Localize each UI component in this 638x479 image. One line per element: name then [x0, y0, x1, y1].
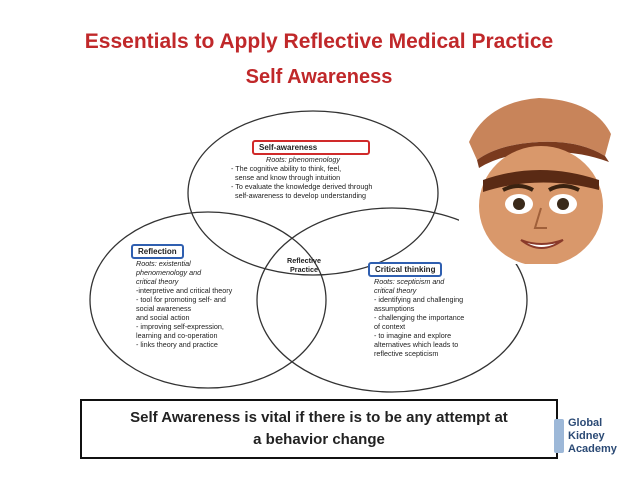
global-kidney-academy-logo: Global Kidney Academy [552, 413, 632, 475]
self-awareness-heading: Self-awareness [252, 140, 370, 155]
circle-critical-thinking [256, 207, 528, 393]
reflection-body: -interpretive and critical theory - tool… [136, 286, 233, 349]
slide-subtitle: Self Awareness [245, 66, 393, 88]
logo-line-1: Global [568, 417, 603, 429]
logo-mark-icon [554, 419, 564, 453]
logo-line-2: Kidney [568, 430, 605, 442]
self-awareness-body: - The cognitive ability to think, feel, … [231, 164, 373, 200]
key-message-box: Self Awareness is vital if there is to b… [80, 399, 558, 459]
reflection-roots: Roots: existential phenomenology and cri… [136, 259, 202, 286]
critical-thinking-body: - identifying and challenging assumption… [374, 295, 465, 358]
self-awareness-roots: Roots: phenomenology [266, 155, 340, 164]
critical-thinking-roots: Roots: scepticism and critical theory [374, 277, 445, 295]
slide-title: Essentials to Apply Reflective Medical P… [84, 30, 554, 53]
key-message-line-2: a behavior change [253, 431, 385, 448]
logo-line-3: Academy [568, 443, 617, 455]
critical-thinking-heading: Critical thinking [368, 262, 443, 277]
key-message-line-1: Self Awareness is vital if there is to b… [130, 409, 508, 426]
circle-self-awareness [187, 110, 439, 276]
reflection-heading: Reflection [131, 244, 184, 259]
face-photo [459, 94, 619, 264]
circle-reflection [89, 211, 327, 389]
reflective-practice-label: Reflective Practice [287, 256, 321, 274]
